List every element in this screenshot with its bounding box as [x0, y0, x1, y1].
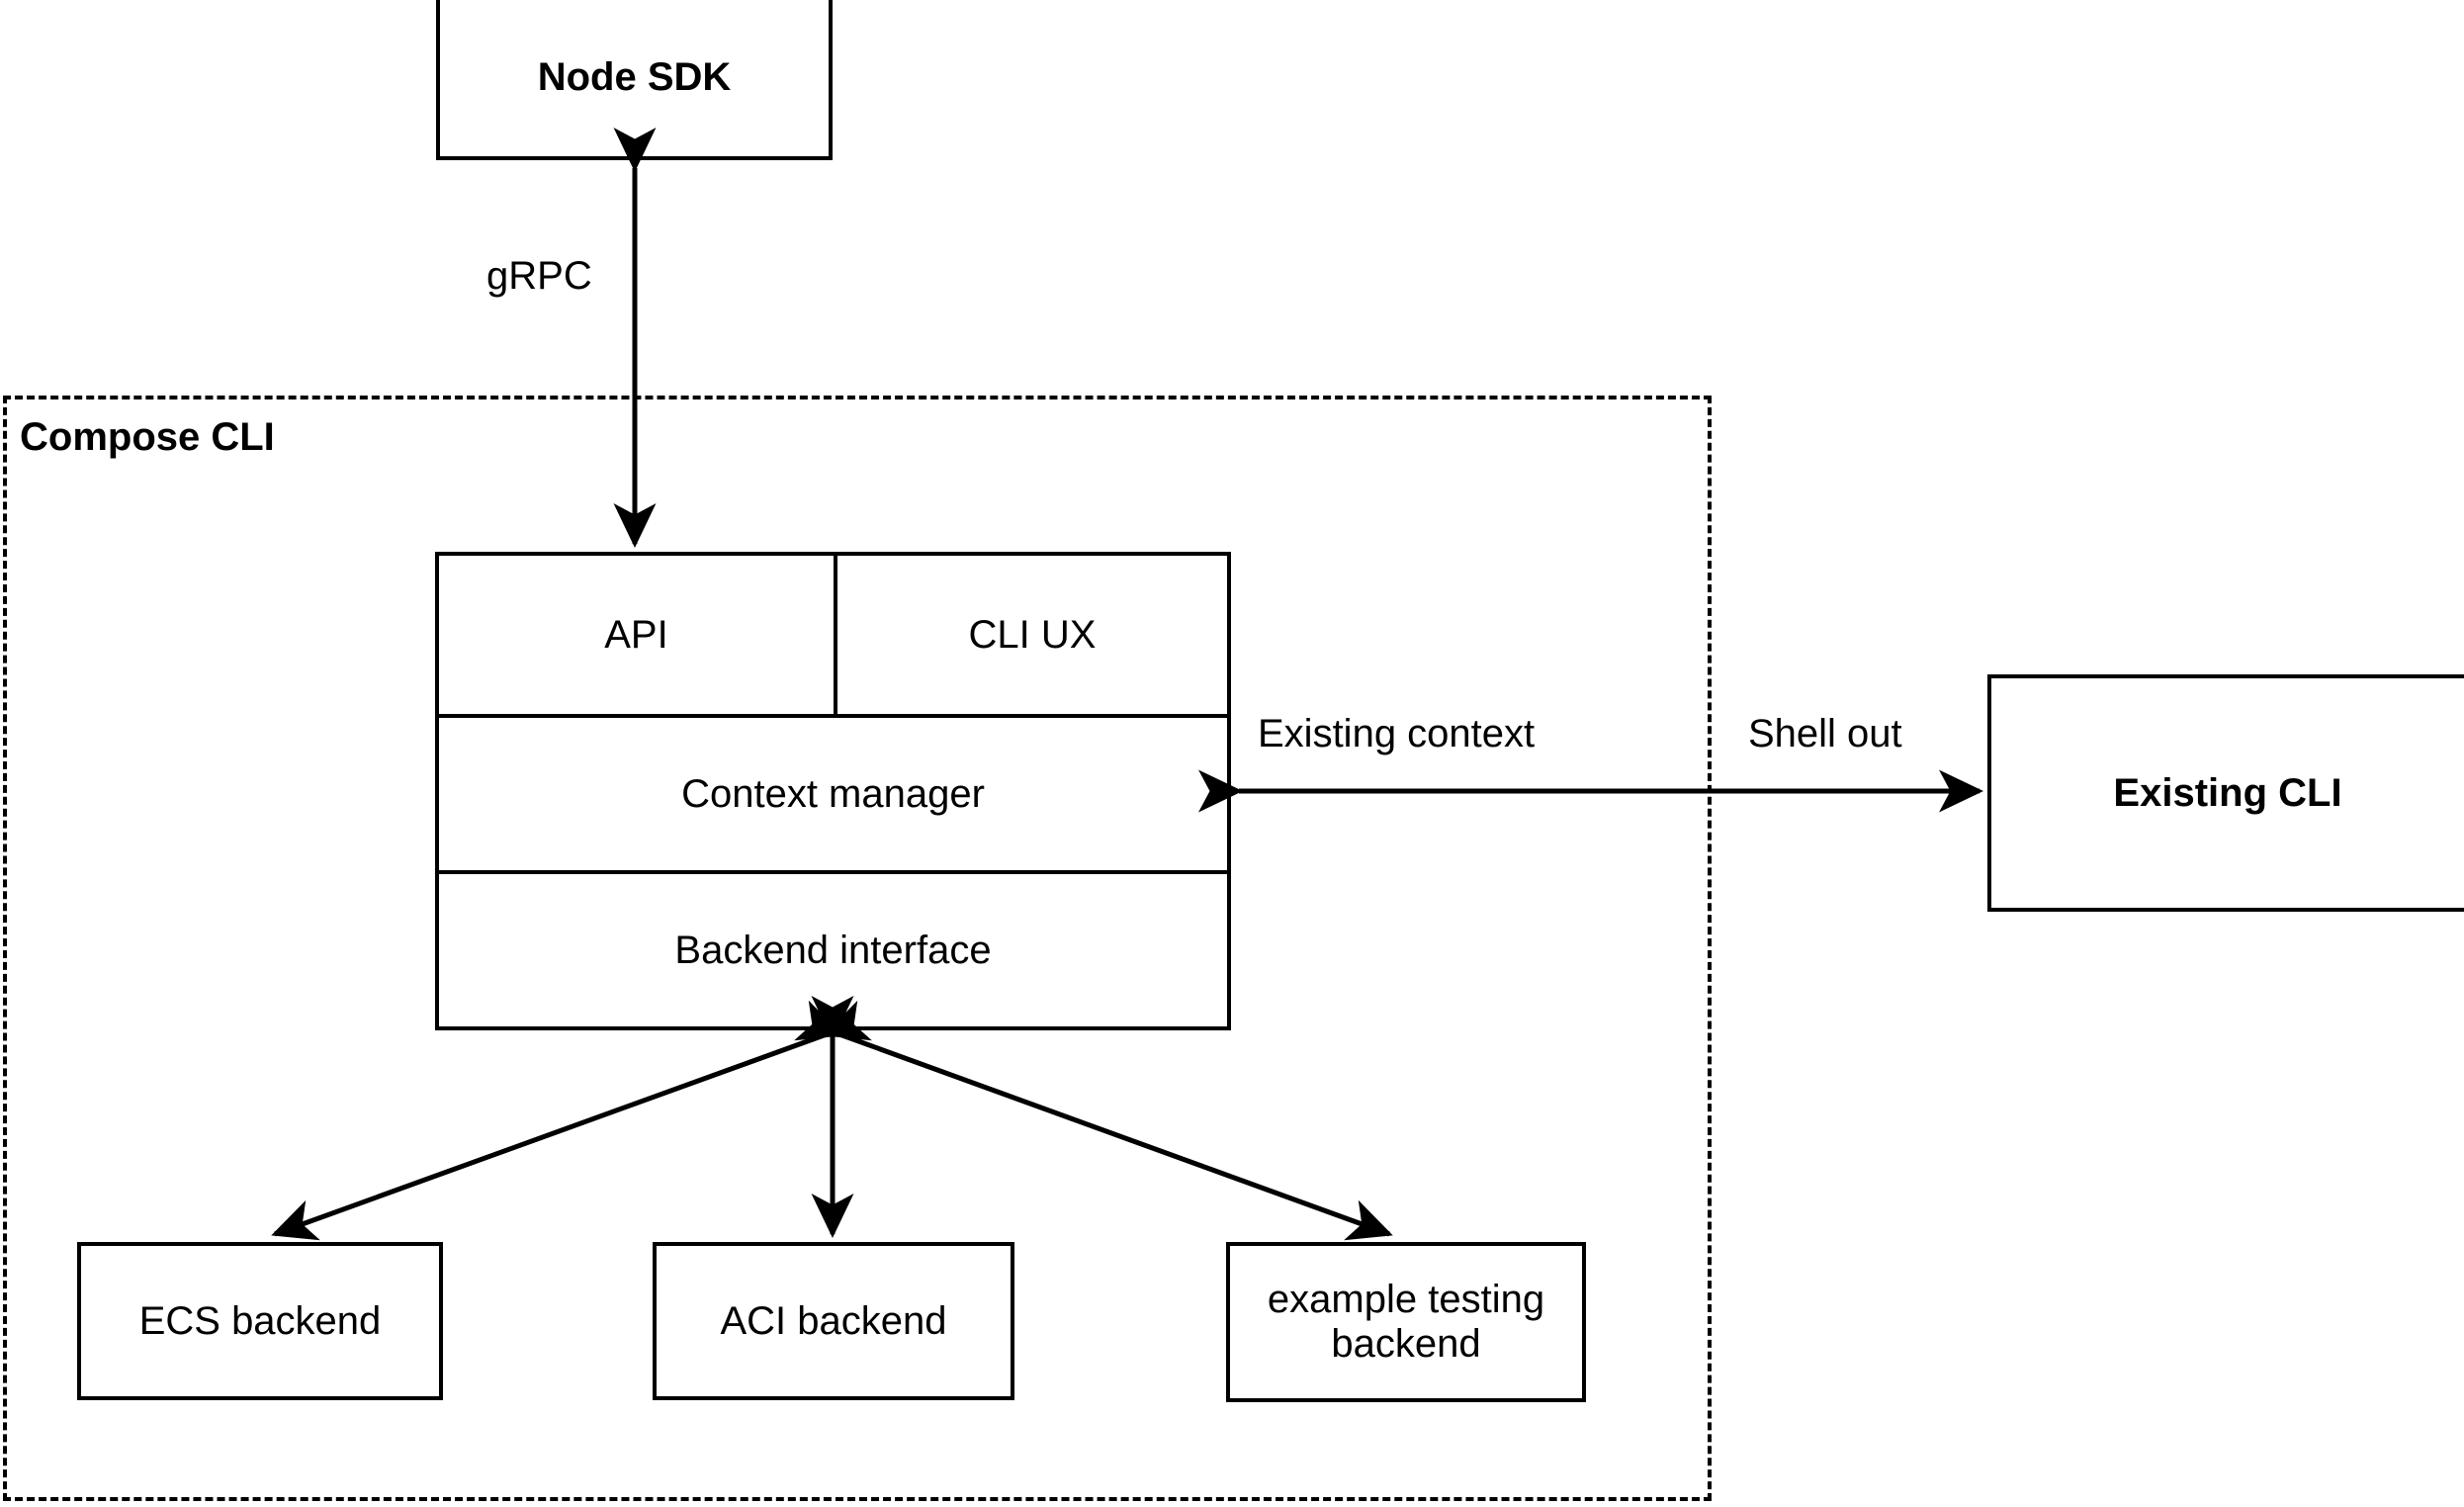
api-cell[interactable]: API: [439, 556, 834, 714]
context-manager-label: Context manager: [681, 771, 985, 816]
backend-interface-cell[interactable]: Backend interface: [439, 874, 1227, 1026]
cli-ux-label: CLI UX: [968, 612, 1097, 657]
stack-row-api: API CLI UX: [439, 556, 1227, 714]
api-label: API: [604, 612, 668, 657]
ecs-backend-box[interactable]: ECS backend: [77, 1242, 443, 1400]
cli-ux-cell[interactable]: CLI UX: [833, 556, 1227, 714]
aci-backend-box[interactable]: ACI backend: [653, 1242, 1014, 1400]
compose-cli-group: [3, 396, 1712, 1501]
existing-context-edge-label: Existing context: [1258, 712, 1536, 755]
existing-cli-box[interactable]: Existing CLI: [1987, 674, 2464, 912]
stack-row-backend-interface: Backend interface: [439, 870, 1227, 1026]
stack-row-context-manager: Context manager: [439, 714, 1227, 870]
aci-backend-label: ACI backend: [720, 1298, 947, 1343]
compose-cli-group-title: Compose CLI: [20, 415, 275, 459]
node-sdk-box[interactable]: Node SDK: [436, 0, 833, 160]
ecs-backend-label: ECS backend: [138, 1298, 382, 1343]
context-manager-cell[interactable]: Context manager: [439, 718, 1227, 870]
backend-interface-label: Backend interface: [674, 928, 992, 972]
grpc-edge-label: gRPC: [486, 254, 592, 298]
existing-cli-label: Existing CLI: [2113, 770, 2342, 815]
compose-cli-stack: API CLI UX Context manager Backend inter…: [435, 552, 1231, 1030]
shell-out-edge-label: Shell out: [1748, 712, 1902, 755]
example-testing-backend-label: example testing backend: [1267, 1278, 1545, 1366]
node-sdk-label: Node SDK: [537, 54, 732, 99]
example-testing-backend-box[interactable]: example testing backend: [1226, 1242, 1586, 1402]
